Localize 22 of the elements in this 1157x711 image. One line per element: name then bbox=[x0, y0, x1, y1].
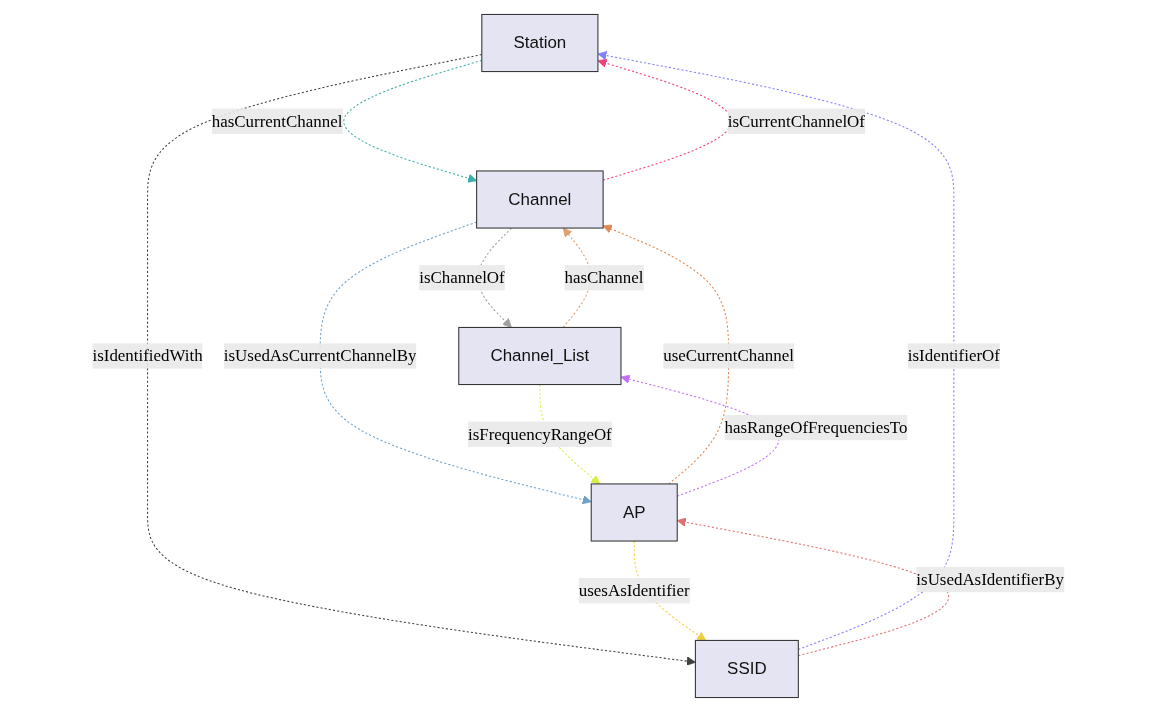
edge-label: isUsedAsIdentifierBy bbox=[916, 569, 1065, 588]
edge-label: isIdentifierOf bbox=[908, 345, 1001, 364]
node-box: SSID bbox=[695, 639, 800, 698]
edge-label: isIdentifiedWith bbox=[92, 345, 203, 364]
node-box: Channel bbox=[476, 169, 604, 229]
edge-label: useCurrentChannel bbox=[663, 345, 795, 364]
edge-label: isUsedAsCurrentChannelBy bbox=[224, 345, 417, 364]
arrow bbox=[677, 517, 950, 656]
edge-label: isFrequencyRangeOf bbox=[468, 424, 613, 443]
edge-label: isCurrentChannelOf bbox=[728, 111, 866, 130]
edge-label: hasChannel bbox=[564, 267, 644, 286]
edge-label: hasRangeOfFrequenciesTo bbox=[724, 417, 908, 436]
arrow bbox=[539, 383, 601, 484]
node-box: Channel_List bbox=[458, 326, 622, 385]
node-box: AP bbox=[591, 482, 679, 542]
arrow bbox=[343, 59, 483, 183]
edge-label: isChannelOf bbox=[419, 267, 506, 286]
arrow bbox=[603, 224, 730, 484]
node-box: Station bbox=[481, 13, 599, 72]
arrow bbox=[319, 221, 592, 504]
edge-label: usesAsIdentifier bbox=[579, 580, 690, 599]
edge-label: hasCurrentChannel bbox=[212, 111, 343, 130]
